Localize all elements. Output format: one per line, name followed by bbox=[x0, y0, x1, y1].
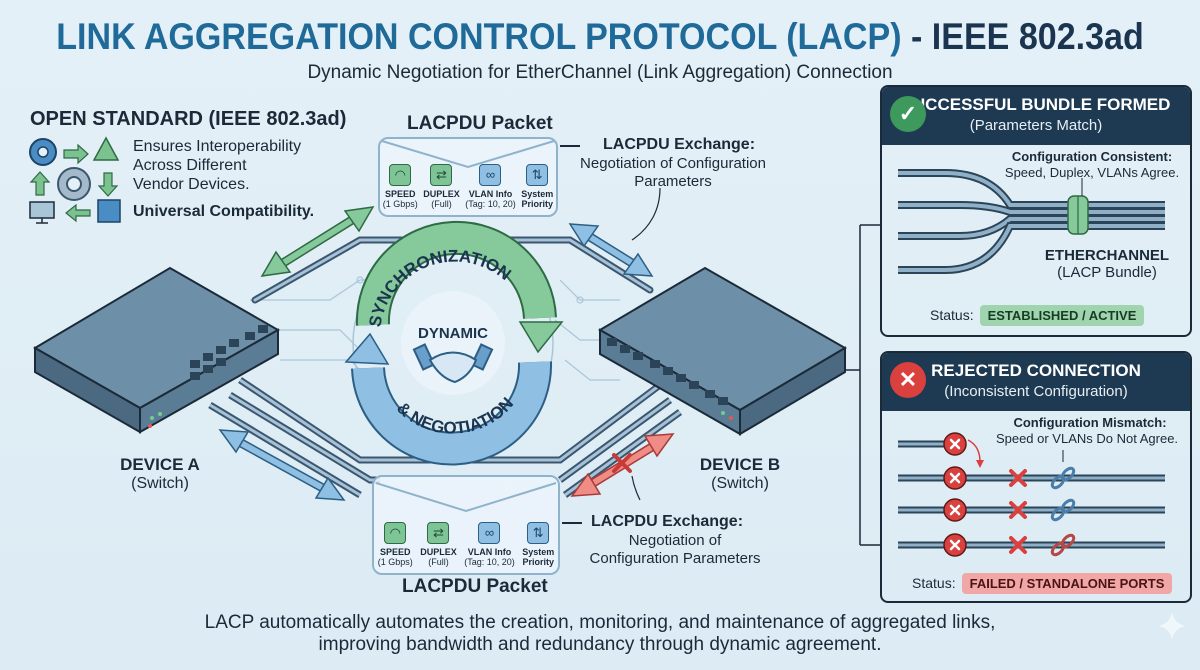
device-a-label: DEVICE A (Switch) bbox=[120, 455, 200, 492]
arrow-blue-bidirectional-top bbox=[568, 223, 654, 277]
checkmark-icon: ✓ bbox=[890, 96, 926, 132]
title-main: LINK AGGREGATION CONTROL PROTOCOL (LACP) bbox=[56, 16, 902, 57]
packet-top-title: LACPDU Packet bbox=[407, 113, 553, 134]
callout-line-bottom bbox=[631, 475, 641, 501]
title-suffix: - IEEE 802.3ad bbox=[911, 16, 1144, 57]
exchange-bottom-title: LACPDU Exchange: bbox=[591, 513, 744, 530]
success-panel-header: ✓ SUCCESSFUL BUNDLE FORMED (Parameters M… bbox=[882, 87, 1190, 145]
cycle-center-label: DYNAMIC bbox=[418, 325, 488, 342]
arrow-green-bidirectional bbox=[260, 206, 375, 277]
reject-config-title: Configuration Mismatch: bbox=[1013, 415, 1167, 430]
link-icon: ∞ bbox=[478, 522, 501, 544]
field-vlan: ∞VLAN Info(Tag: 10, 20) bbox=[464, 522, 515, 567]
success-panel: ✓ SUCCESSFUL BUNDLE FORMED (Parameters M… bbox=[880, 85, 1192, 337]
callout-arrow-bottom bbox=[562, 522, 582, 524]
success-config-title: Configuration Consistent: bbox=[1011, 149, 1173, 164]
packet-bottom-envelope: ◠SPEED(1 Gbps) ⇄DUPLEX(Full) ∞VLAN Info(… bbox=[372, 475, 560, 575]
connector-to-panels bbox=[845, 224, 880, 546]
page-subtitle: Dynamic Negotiation for EtherChannel (Li… bbox=[307, 62, 893, 83]
reject-title: REJECTED CONNECTION bbox=[931, 361, 1141, 380]
sparkle-icon bbox=[1158, 612, 1186, 640]
success-status: Status:ESTABLISHED / ACTIVE bbox=[930, 305, 1145, 326]
packet-top-envelope: ◠SPEED(1 Gbps) ⇄DUPLEX(Full) ∞VLAN Info(… bbox=[378, 137, 558, 217]
packet-bottom-fields: ◠SPEED(1 Gbps) ⇄DUPLEX(Full) ∞VLAN Info(… bbox=[374, 522, 558, 567]
link-icon: ∞ bbox=[479, 164, 502, 186]
packet-top-fields: ◠SPEED(1 Gbps) ⇄DUPLEX(Full) ∞VLAN Info(… bbox=[380, 164, 556, 209]
etherchannel-label: ETHERCHANNEL (LACP Bundle) bbox=[1044, 247, 1170, 281]
etherchannel-bundle-graphic bbox=[898, 169, 1165, 274]
arrow-blue-bidirectional-bottom bbox=[218, 429, 346, 501]
error-x-icon: ✕ bbox=[890, 362, 926, 398]
success-config-text: Speed, Duplex, VLANs Agree. bbox=[1004, 165, 1180, 180]
priority-arrows-icon: ⇅ bbox=[526, 164, 549, 186]
callout-arrow-top bbox=[560, 145, 580, 147]
field-duplex: ⇄DUPLEX(Full) bbox=[423, 164, 460, 209]
reject-config-text: Speed or VLANs Do Not Agree. bbox=[995, 431, 1179, 446]
field-vlan: ∞VLAN Info(Tag: 10, 20) bbox=[465, 164, 516, 209]
success-subtitle: (Parameters Match) bbox=[969, 117, 1103, 134]
blocked-x-icon bbox=[612, 453, 632, 473]
interoperability-icon bbox=[29, 136, 121, 224]
speedometer-icon: ◠ bbox=[384, 522, 407, 544]
speedometer-icon: ◠ bbox=[389, 164, 412, 186]
device-b-switch-icon bbox=[598, 266, 847, 436]
device-a-switch-icon bbox=[33, 266, 281, 434]
synchronization-cycle-icon: DYNAMIC SYNCHRONIZATION & NEGOTIATION bbox=[344, 220, 564, 466]
packet-bottom-title: LACPDU Packet bbox=[402, 576, 548, 597]
field-duplex: ⇄DUPLEX(Full) bbox=[420, 522, 457, 567]
field-speed: ◠SPEED(1 Gbps) bbox=[378, 522, 413, 567]
exchange-top-title: LACPDU Exchange: bbox=[603, 136, 756, 153]
handshake-icon bbox=[412, 343, 494, 384]
status-badge-established: ESTABLISHED / ACTIVE bbox=[979, 305, 1145, 326]
page-title: LINK AGGREGATION CONTROL PROTOCOL (LACP)… bbox=[48, 16, 1152, 58]
footer-description: LACP automatically automates the creatio… bbox=[204, 612, 996, 655]
priority-arrows-icon: ⇅ bbox=[527, 522, 550, 544]
reject-status: Status:FAILED / STANDALONE PORTS bbox=[912, 573, 1173, 594]
open-standard-emphasis: Universal Compatibility. bbox=[133, 203, 315, 220]
envelope-flap-icon bbox=[381, 140, 555, 169]
duplex-arrows-icon: ⇄ bbox=[430, 164, 453, 186]
device-b-label: DEVICE B (Switch) bbox=[699, 455, 781, 492]
success-title: SUCCESSFUL BUNDLE FORMED bbox=[901, 95, 1171, 114]
arrow-red-blocked bbox=[570, 433, 675, 497]
field-speed: ◠SPEED(1 Gbps) bbox=[383, 164, 418, 209]
reject-subtitle: (Inconsistent Configuration) bbox=[944, 383, 1128, 400]
duplex-arrows-icon: ⇄ bbox=[427, 522, 450, 544]
open-standard-title: OPEN STANDARD (IEEE 802.3ad) bbox=[30, 108, 347, 130]
rejected-links-graphic bbox=[898, 432, 1165, 557]
callout-line-top bbox=[631, 187, 661, 241]
open-standard-description: Ensures Interoperability Across Differen… bbox=[133, 138, 302, 193]
reject-panel: ✕ REJECTED CONNECTION (Inconsistent Conf… bbox=[880, 351, 1192, 603]
reject-panel-header: ✕ REJECTED CONNECTION (Inconsistent Conf… bbox=[882, 353, 1190, 411]
status-badge-failed: FAILED / STANDALONE PORTS bbox=[961, 573, 1173, 594]
envelope-flap-icon bbox=[375, 482, 557, 513]
